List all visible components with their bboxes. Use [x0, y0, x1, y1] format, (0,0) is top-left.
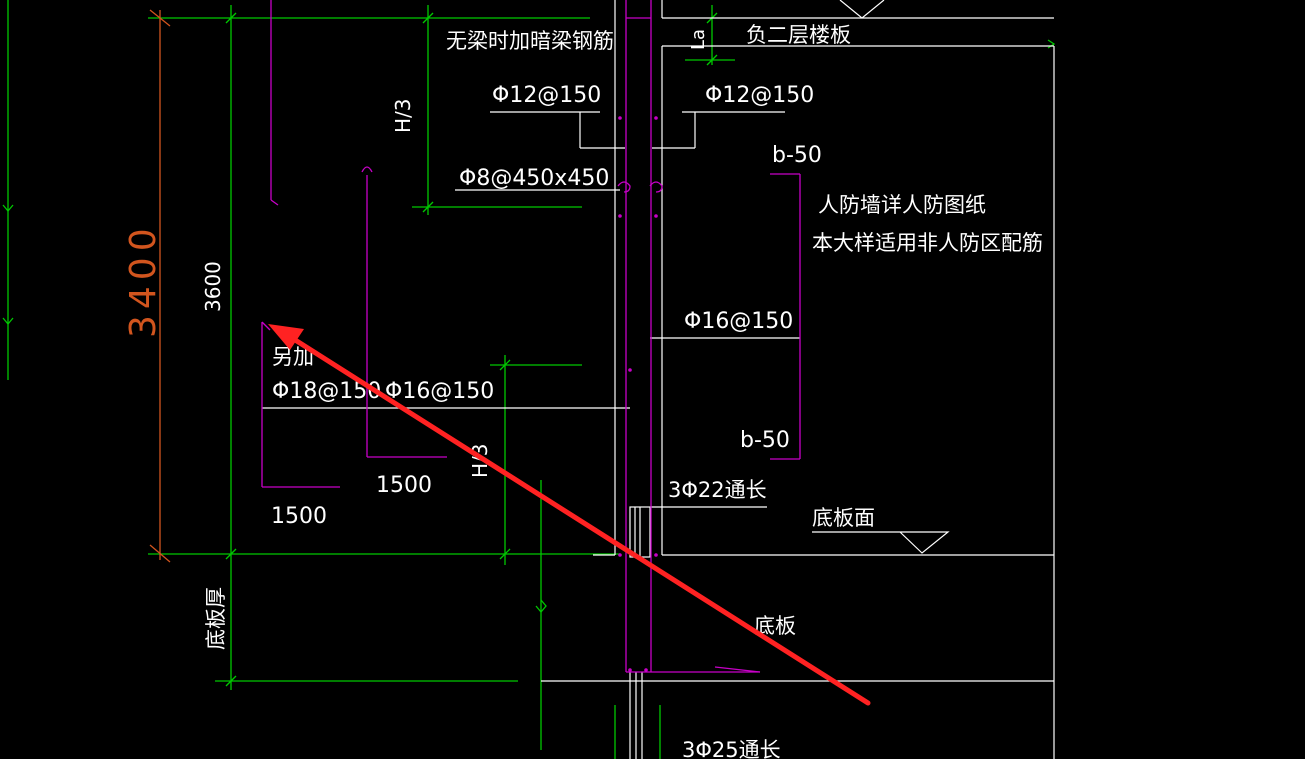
annotation-labels: 无梁时加暗梁钢筋 负二层楼板 La Φ12@150 Φ12@150 H/3 Φ8…	[123, 23, 1043, 759]
label-phi8: Φ8@450x450	[459, 166, 609, 191]
label-phi12-left: Φ12@150	[492, 83, 601, 108]
arrow-head-icon	[268, 324, 304, 350]
label-civil-defense-1: 人防墙详人防图纸	[818, 193, 986, 217]
label-phi16-mid: Φ16@150	[385, 379, 494, 404]
wall-and-slab-outlines	[262, 0, 1055, 759]
label-dim-1500-left: 1500	[271, 504, 327, 529]
label-no-beam: 无梁时加暗梁钢筋	[446, 29, 614, 53]
label-dim-3400: 3400	[123, 222, 164, 338]
label-slab-thickness: 底板厚	[204, 587, 228, 650]
label-h3-upper: H/3	[391, 98, 415, 133]
green-dimension-lines	[2, 0, 1056, 759]
label-b50-bottom: b-50	[740, 428, 790, 453]
label-dim-1500-mid: 1500	[376, 473, 432, 498]
label-phi16-right: Φ16@150	[684, 309, 793, 334]
label-3phi22: 3Φ22通长	[668, 478, 767, 502]
dimension-3400	[149, 9, 171, 563]
red-arrow-annotation	[268, 324, 871, 706]
label-slab-top: 底板面	[812, 506, 875, 530]
label-b50-top: b-50	[772, 143, 822, 168]
label-phi12-right: Φ12@150	[705, 83, 814, 108]
label-civil-defense-2: 本大样适用非人防区配筋	[812, 231, 1043, 255]
label-3phi25: 3Φ25通长	[682, 738, 781, 759]
label-dim-3600: 3600	[201, 261, 225, 312]
label-la: La	[688, 29, 709, 50]
rebar-dots	[618, 116, 658, 672]
label-floor2: 负二层楼板	[746, 23, 851, 47]
rebar-lines	[261, 0, 801, 673]
